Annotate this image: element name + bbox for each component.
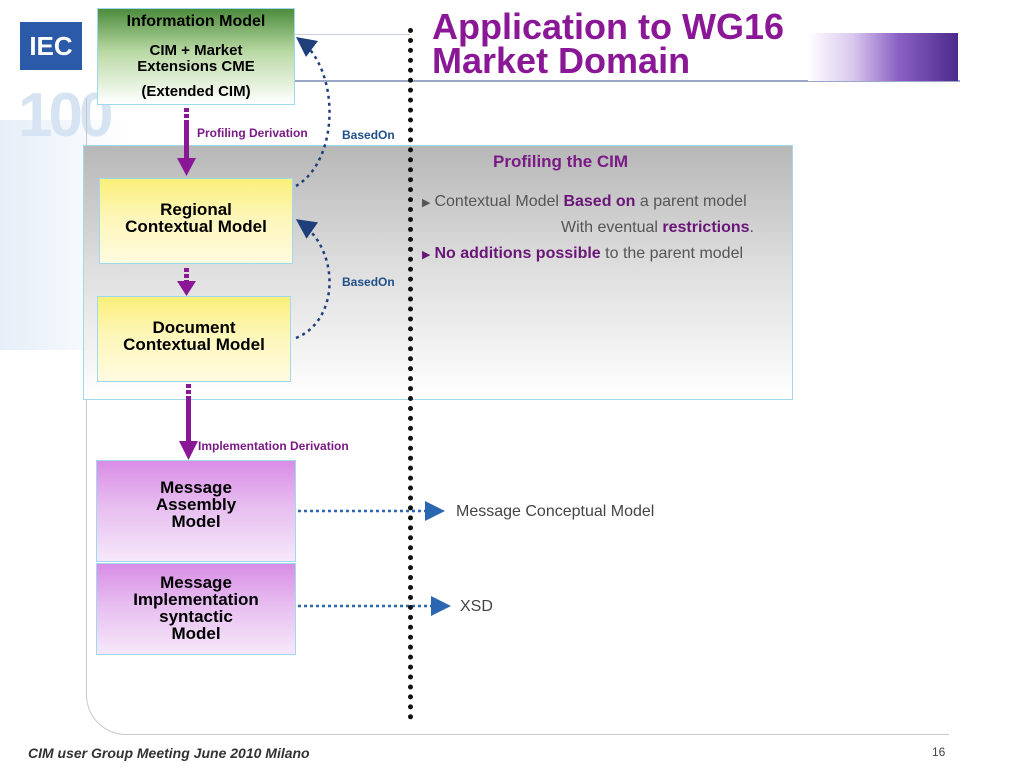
profiling-heading: Profiling the CIM [493,152,629,171]
based-on-label-1: BasedOn [342,128,395,142]
regional-line-1: Regional [160,200,232,219]
title-line-2: Market Domain [432,40,691,81]
information-model-line-3: (Extended CIM) [141,83,251,100]
information-model-line-2: Extensions CME [137,58,255,75]
divider-line [408,28,413,720]
regional-line-2: Contextual Model [125,217,267,236]
profiling-derivation-label: Profiling Derivation [197,126,308,140]
information-model-title: Information Model [126,13,266,30]
assembly-line-2: Assembly [155,495,237,514]
document-line-2: Contextual Model [123,335,265,354]
profiling-bullet-2: ▶No additions possible to the parent mod… [422,245,743,263]
information-model-line-1: CIM + Market [149,42,243,59]
message-assembly-model-box: Message Assembly Model [96,460,296,562]
document-contextual-model-box: Document Contextual Model [97,296,291,382]
assembly-line-1: Message [160,478,232,497]
profiling-derivation-arrow [177,108,196,176]
message-implementation-model-box: Message Implementation syntactic Model [96,563,296,655]
slide-title: Application to WG16 Market Domain [432,6,785,81]
information-model-box: Information Model CIM + Market Extension… [97,8,295,105]
document-line-1: Document [152,318,236,337]
bullet-1b-tail: . [749,219,754,236]
implementation-line-1: Message [160,573,232,592]
regional-contextual-model-box: Regional Contextual Model [99,178,293,264]
implementation-derivation-arrow [179,384,198,460]
based-on-curve-document [295,219,331,340]
information-model-subtitle: CIM + Market Extensions CME [98,43,294,75]
header-rule-top [290,34,410,35]
based-on-curve-regional [295,36,331,188]
xsd-label: XSD [460,598,493,615]
header-image [808,33,958,81]
implementation-derivation-label: Implementation Derivation [198,439,349,453]
bullet-1-text: Contextual Model [434,193,564,210]
implementation-line-4: Model [171,624,221,643]
bullet-1-emphasis: Based on [563,193,636,210]
content-frame [86,98,949,735]
implementation-line-2: Implementation [133,590,259,609]
regional-to-document-arrow [177,268,196,296]
title-line-1: Application to WG16 [432,6,785,47]
bullet-2-tail: to the parent model [600,245,744,262]
message-conceptual-model-label: Message Conceptual Model [456,503,655,520]
profiling-bullet-1: ▶Contextual Model Based on a parent mode… [422,193,747,211]
profiling-bullet-1-continued: With eventual restrictions. [561,219,754,237]
header-rule [290,80,960,82]
bullet-2-emphasis: No additions possible [434,245,601,262]
based-on-label-2: BasedOn [342,275,395,289]
footer-text: CIM user Group Meeting June 2010 Milano [28,745,310,761]
bullet-1-tail: a parent model [635,193,747,210]
assembly-line-3: Model [171,512,221,531]
iec-logo: IEC [20,22,82,70]
implementation-line-3: syntactic [159,607,233,626]
page-number: 16 [932,745,946,759]
bullet-1b-emphasis: restrictions [662,219,750,236]
bullet-arrow-icon: ▶ [422,197,431,209]
bullet-1b-text: With eventual [561,219,663,236]
bullet-arrow-icon: ▶ [422,249,431,261]
